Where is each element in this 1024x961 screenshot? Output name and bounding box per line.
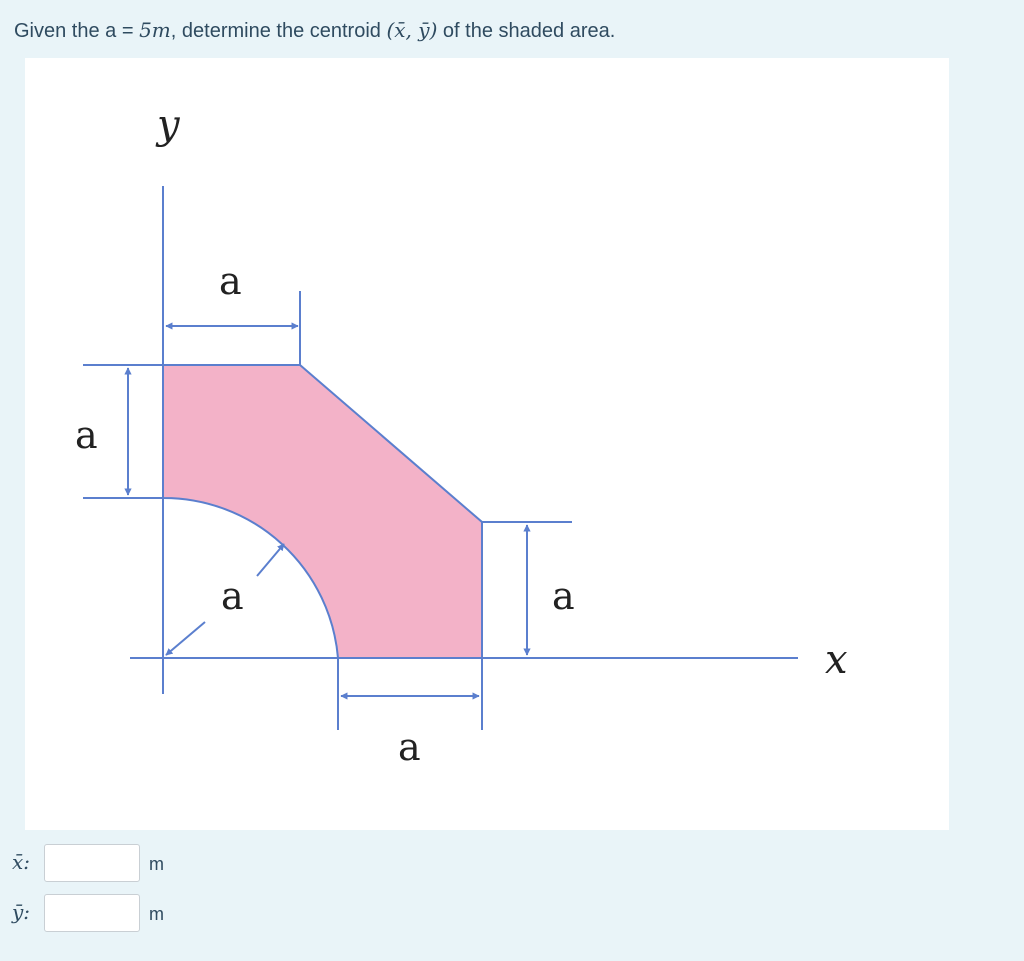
shaded-area-diagram: y x a a a a a: [75, 102, 848, 769]
x-bar-label: x̄:: [12, 850, 31, 874]
question-text: Given the a = 5m, determine the centroid…: [14, 18, 615, 43]
dimension-label-left: a: [75, 413, 98, 457]
y-bar-label: ȳ:: [12, 900, 31, 924]
x-bar-unit: m: [149, 854, 164, 874]
shaded-area: [162, 364, 483, 659]
x-axis-label: x: [825, 637, 848, 683]
question-middle: , determine the centroid: [170, 20, 387, 42]
dimension-label-right: a: [552, 574, 575, 618]
dimension-arrow-radius-inner: [165, 621, 206, 656]
dimension-label-radius: a: [221, 574, 244, 618]
y-axis-label: y: [155, 102, 181, 148]
x-bar-input[interactable]: [44, 844, 140, 882]
figure-panel: y x a a a a a: [25, 58, 949, 830]
dimension-label-bottom: a: [398, 725, 421, 769]
y-bar-input[interactable]: [44, 894, 140, 932]
given-value: 5m: [139, 18, 171, 42]
centroid-symbol: (x̄, ȳ): [386, 18, 438, 42]
y-bar-unit: m: [149, 904, 164, 924]
dimension-label-top: a: [219, 259, 242, 303]
question-prefix: Given the a =: [14, 20, 140, 42]
question-suffix: of the shaded area.: [437, 20, 616, 42]
dimension-arrow-radius-outer: [256, 543, 285, 577]
